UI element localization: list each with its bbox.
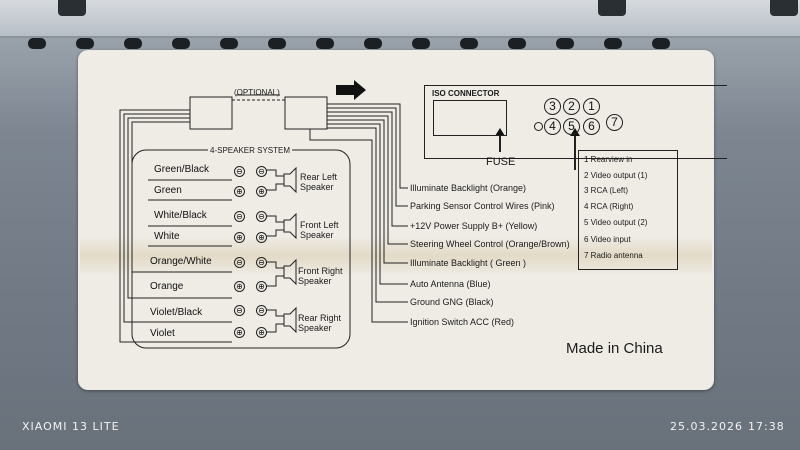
chassis-hole [412,38,430,49]
positive-terminal-icon: ⊕ [234,232,245,243]
power-wire-label: Ground GNG (Black) [410,297,494,307]
arrow-right-icon [336,80,366,100]
wire-label: Green [154,185,182,196]
rail-slot [58,0,86,16]
negative-terminal-icon: ⊖ [256,257,267,268]
power-wire-label: Steering Wheel Control (Orange/Brown) [410,239,570,249]
power-wire-label: +12V Power Supply B+ (Yellow) [410,221,538,231]
date-watermark: 25.03.2026 [670,420,743,433]
speaker-name: Front Left [300,220,339,230]
power-wire-label: Parking Sensor Control Wires (Pink) [410,201,555,211]
wiring-label [78,50,714,390]
iso-pin-2: 2 [563,98,580,115]
speaker-name: Rear Left [300,172,338,182]
wire-label: Orange/White [150,256,212,267]
iso-pin-6: 6 [583,118,600,135]
iso-legend-item: 2 Video output (1) [584,171,648,180]
positive-terminal-icon: ⊕ [234,186,245,197]
speaker-name: Front Right [298,266,343,276]
iso-pin-4: 4 [544,118,561,135]
positive-terminal-icon: ⊕ [234,281,245,292]
iso-legend-box [578,150,678,270]
power-wire-label: Auto Antenna (Blue) [410,279,491,289]
optional-connector-right [284,96,328,130]
speaker-name: Speaker [298,276,332,286]
chassis-hole [652,38,670,49]
rail-slot [598,0,626,16]
iso-pin-5: 5 [563,118,580,135]
chassis-hole [508,38,526,49]
chassis-hole [220,38,238,49]
wire-label: Green/Black [154,164,210,175]
iso-pin-7: 7 [606,114,623,131]
chassis-hole [76,38,94,49]
optional-text: (OPTIONAL) [234,88,280,97]
time-watermark: 17:38 [748,420,785,433]
iso-legend-item: 1 Rearview in [584,155,633,164]
iso-legend-item: 4 RCA (Right) [584,202,634,211]
iso-connector-frame [424,85,727,159]
chassis-hole [28,38,46,49]
iso-legend-item: 6 Video input [584,235,631,244]
wire-label: White [154,231,180,242]
chassis-hole [172,38,190,49]
positive-terminal-icon: ⊕ [256,327,267,338]
wire-label: Orange [150,281,184,292]
wire-label: Violet/Black [150,307,203,318]
iso-pin-dot [534,122,543,131]
positive-terminal-icon: ⊕ [234,327,245,338]
wire-label: Violet [150,328,175,339]
negative-terminal-icon: ⊖ [234,211,245,222]
speaker-name: Speaker [298,323,332,333]
iso-legend-item: 5 Video output (2) [584,218,648,227]
iso-pin-1: 1 [583,98,600,115]
chassis-hole [556,38,574,49]
speaker-name: Speaker [300,182,334,192]
rail-slot [770,0,798,16]
positive-terminal-icon: ⊕ [256,281,267,292]
fuse-label: FUSE [486,156,516,168]
power-wire-label: Ignition Switch ACC (Red) [410,317,515,327]
negative-terminal-icon: ⊖ [256,166,267,177]
power-wire-label: Illuminate Backlight (Orange) [410,183,527,193]
iso-legend-item: 3 RCA (Left) [584,186,629,195]
wire-label: White/Black [154,210,207,221]
speaker-name: Speaker [300,230,334,240]
chassis-hole [364,38,382,49]
optional-connector-left [189,96,233,130]
made-in-text: Made in China [566,340,663,357]
chassis-hole [604,38,622,49]
positive-terminal-icon: ⊕ [256,232,267,243]
chassis-hole [124,38,142,49]
iso-legend-item: 7 Radio antenna [584,251,643,260]
negative-terminal-icon: ⊖ [234,257,245,268]
iso-title: ISO CONNECTOR [432,89,500,98]
speaker-name: Rear Right [298,313,342,323]
negative-terminal-icon: ⊖ [256,211,267,222]
iso-connector-pinblock [433,100,507,136]
chassis-hole [268,38,286,49]
device-watermark: XIAOMI 13 LITE [22,420,120,433]
top-rail [0,0,800,38]
positive-terminal-icon: ⊕ [256,186,267,197]
chassis-hole [460,38,478,49]
power-wire-label: Illuminate Backlight ( Green ) [410,258,527,268]
negative-terminal-icon: ⊖ [234,305,245,316]
iso-pin-3: 3 [544,98,561,115]
negative-terminal-icon: ⊖ [234,166,245,177]
fuse-arrow-icon [495,128,505,136]
negative-terminal-icon: ⊖ [256,305,267,316]
chassis-hole [316,38,334,49]
speaker-system-title: 4-SPEAKER SYSTEM [208,146,293,155]
